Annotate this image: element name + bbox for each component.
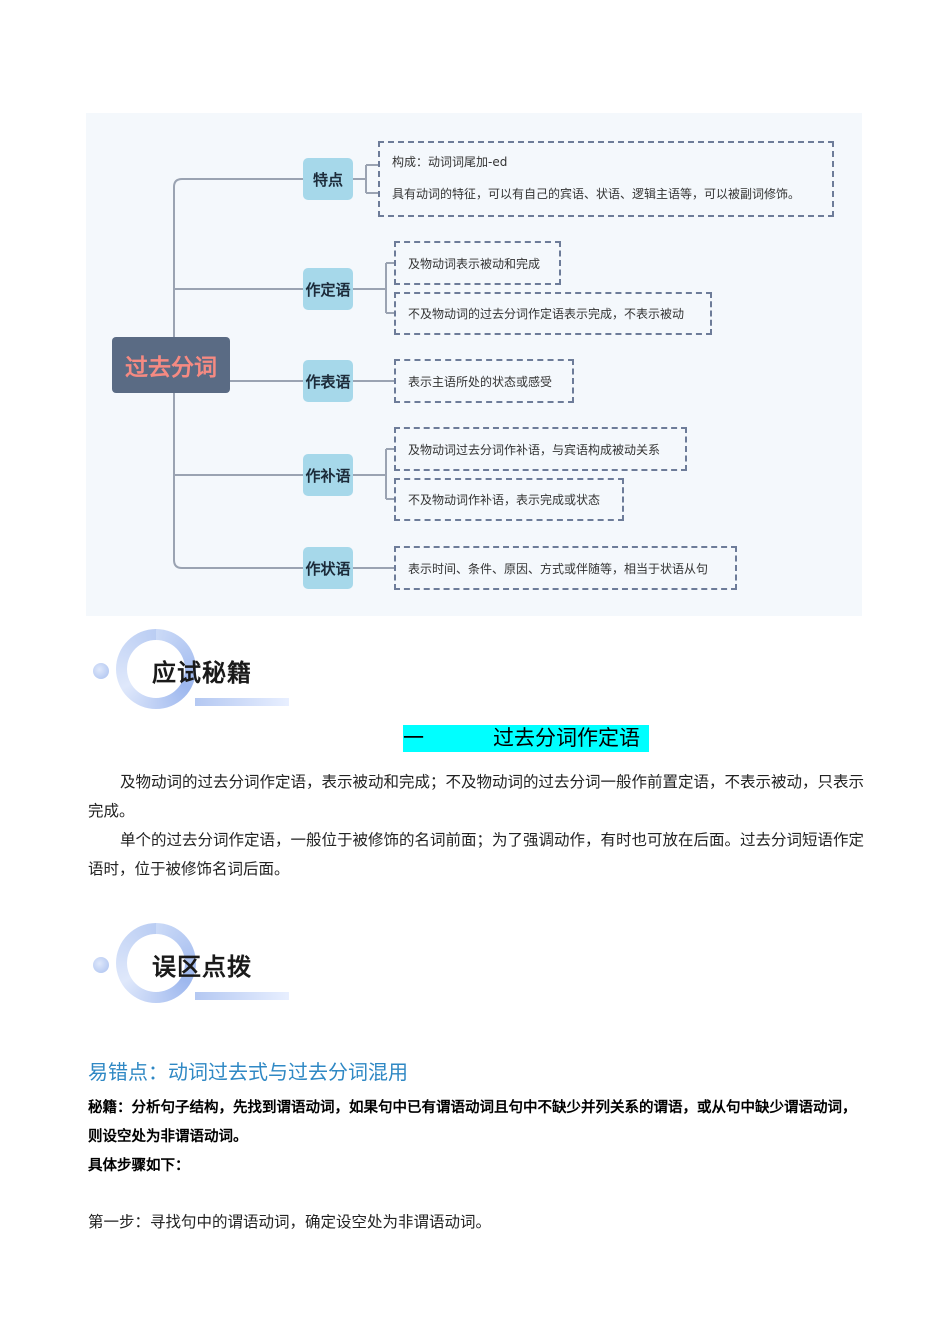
leaf-adverbial: 表示时间、条件、原因、方式或伴随等，相当于状语从句 <box>394 546 737 590</box>
heading-number: 一 <box>403 726 424 750</box>
steps-label: 具体步骤如下： <box>88 1158 190 1174</box>
branch-predicative: 作表语 <box>303 360 353 402</box>
error-point-title: 易错点：动词过去式与过去分词混用 <box>88 1060 408 1084</box>
leaf-attributive-1: 及物动词表示被动和完成 <box>394 241 561 285</box>
branch-adverbial: 作状语 <box>303 547 353 589</box>
leaf-complement-1: 及物动词过去分词作补语，与宾语构成被动关系 <box>394 427 687 471</box>
section-title: 误区点拨 <box>152 953 252 981</box>
secret-tip: 秘籍：分析句子结构，先找到谓语动词，如果句中已有谓语动词且句中不缺少并列关系的谓… <box>88 1100 857 1145</box>
leaf-attributive-2: 不及物动词的过去分词作定语表示完成，不表示被动 <box>394 292 712 335</box>
branch-characteristics: 特点 <box>303 158 353 200</box>
paragraph: 及物动词的过去分词作定语，表示被动和完成；不及物动词的过去分词一般作前置定语，不… <box>88 773 865 820</box>
decor-dot <box>93 957 109 973</box>
mind-map-connectors <box>173 164 394 569</box>
paragraph: 单个的过去分词作定语，一般位于被修饰的名词前面；为了强调动作，有时也可放在后面。… <box>88 831 865 878</box>
section-title: 应试秘籍 <box>152 659 252 687</box>
decor-bar <box>195 698 289 706</box>
decor-bar <box>195 992 289 1000</box>
section-header-exam-tips: 应试秘籍 <box>90 626 300 716</box>
branch-attributive: 作定语 <box>303 268 353 310</box>
leaf-text: 具有动词的特征，可以有自己的宾语、状语、逻辑主语等，可以被副词修饰。 <box>392 187 801 201</box>
leaf-complement-2: 不及物动词作补语，表示完成或状态 <box>394 478 624 521</box>
mind-map: 过去分词 特点 作定语 作表语 作补语 作状语 构成：动词词尾加-ed 具有动词… <box>86 113 862 616</box>
mind-map-root: 过去分词 <box>112 337 230 393</box>
step-one: 第一步：寻找句中的谓语动词，确定设空处为非谓语动词。 <box>88 1213 492 1231</box>
leaf-characteristics: 构成：动词词尾加-ed 具有动词的特征，可以有自己的宾语、状语、逻辑主语等，可以… <box>378 141 834 217</box>
leaf-predicative: 表示主语所处的状态或感受 <box>394 359 574 403</box>
section-header-misconceptions: 误区点拨 <box>90 920 300 1010</box>
heading-text: 过去分词作定语 <box>493 726 640 750</box>
heading-past-participle-attributive: 一 过去分词作定语 <box>403 725 649 752</box>
decor-dot <box>93 663 109 679</box>
leaf-text: 构成：动词词尾加-ed <box>392 155 508 169</box>
branch-complement: 作补语 <box>303 454 353 496</box>
